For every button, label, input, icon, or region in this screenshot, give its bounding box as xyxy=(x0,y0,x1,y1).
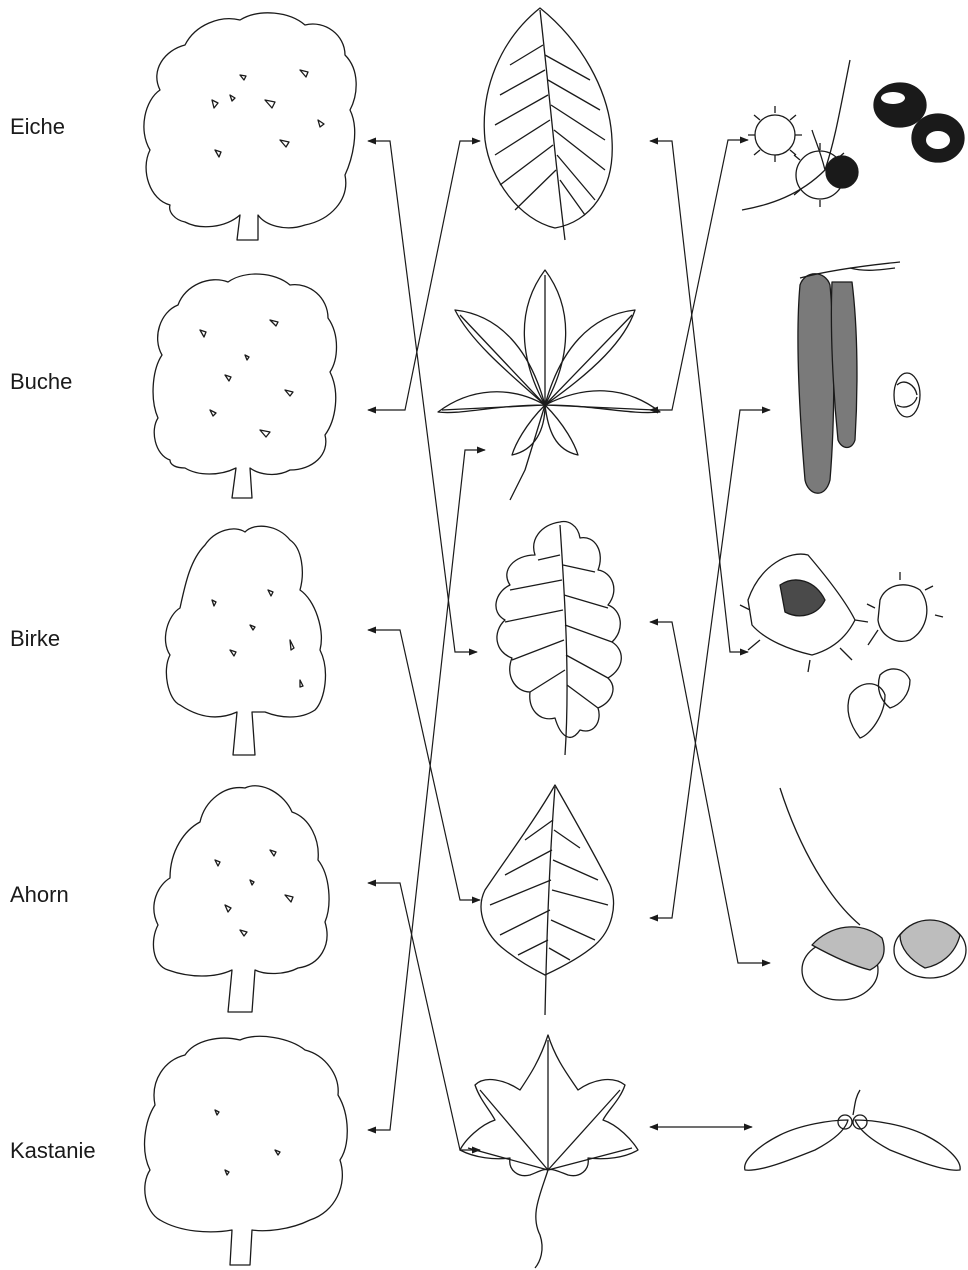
chestnut-fruit-icon xyxy=(742,60,964,210)
tree-silhouette-buche xyxy=(153,274,336,498)
arrow-oak-leaf-acorn xyxy=(650,622,770,963)
arrow-birch-leaf-catkin xyxy=(650,410,770,918)
arrow-ahorn-maple-leaf xyxy=(368,883,480,1150)
tree-silhouette-kastanie xyxy=(145,1036,348,1265)
arrow-buche-beech-leaf xyxy=(368,141,480,410)
acorn-icon xyxy=(780,788,966,1000)
tree-silhouette-birke xyxy=(165,526,325,755)
arrow-chestnut-leaf-chestnut-fruit xyxy=(650,140,748,410)
maple-seed-icon xyxy=(745,1090,960,1170)
maple-leaf-icon xyxy=(460,1035,638,1268)
beech-leaf-icon xyxy=(484,8,612,240)
arrow-beech-leaf-beechnut xyxy=(650,141,748,652)
tree-silhouette-eiche xyxy=(144,13,356,240)
beechnut-icon xyxy=(740,554,943,738)
oak-leaf-icon xyxy=(496,522,621,755)
chestnut-leaf-icon xyxy=(438,270,660,500)
birch-leaf-icon xyxy=(481,785,613,1015)
arrow-kastanie-chestnut-leaf xyxy=(368,450,485,1130)
arrow-eiche-oak-leaf xyxy=(368,141,477,652)
birch-catkin-icon xyxy=(798,262,920,493)
tree-silhouette-ahorn xyxy=(153,786,329,1012)
arrow-birke-birch-leaf xyxy=(368,630,480,900)
